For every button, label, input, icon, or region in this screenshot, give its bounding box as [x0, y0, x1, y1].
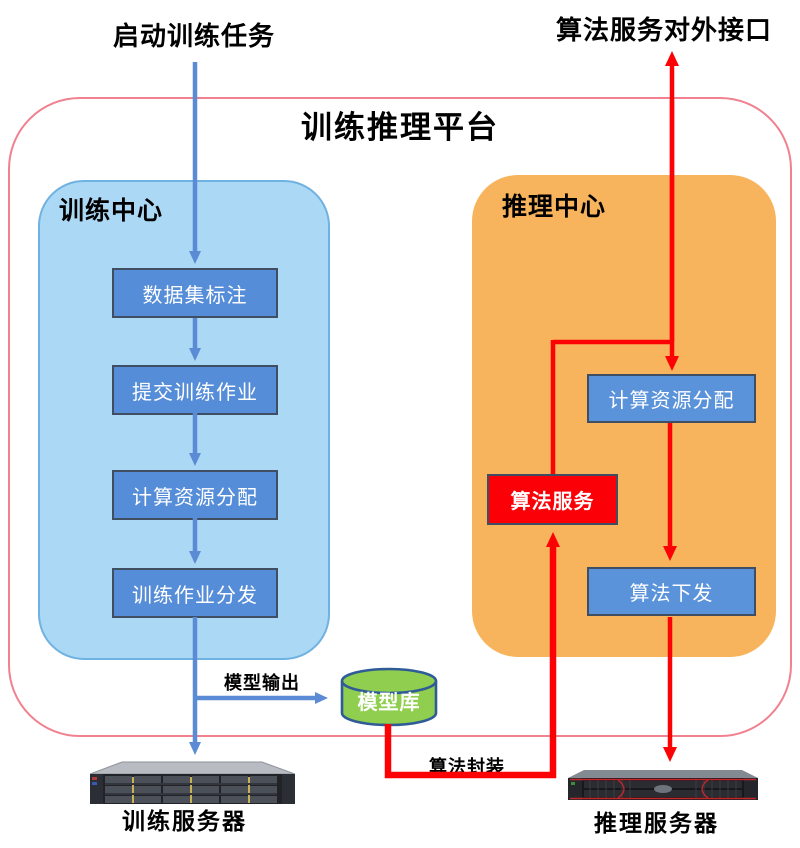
external-api-label: 算法服务对外接口 — [556, 15, 773, 45]
model-output-label: 模型输出 — [224, 673, 300, 693]
inference-server-image — [568, 770, 758, 800]
start-training-label: 启动训练任务 — [113, 21, 276, 51]
training-center-title: 训练中心 — [59, 197, 164, 225]
algorithm-service-box: 算法服务 — [487, 474, 618, 525]
training-server-image — [90, 761, 295, 804]
algorithm-packaging-label: 算法封装 — [429, 757, 505, 777]
step-submit-training-job: 提交训练作业 — [112, 365, 278, 415]
step-compute-resource-allocation: 计算资源分配 — [112, 470, 278, 520]
inference-resource-allocation-box: 计算资源分配 — [587, 374, 756, 423]
inference-center-title: 推理中心 — [502, 193, 607, 221]
platform-title: 训练推理平台 — [301, 110, 499, 145]
step-dataset-annotation: 数据集标注 — [112, 268, 278, 318]
step-training-job-distribution: 训练作业分发 — [112, 568, 278, 618]
training-server-label: 训练服务器 — [122, 808, 247, 834]
model-store-label: 模型库 — [357, 692, 421, 714]
model-store-cylinder: 模型库 — [339, 666, 439, 728]
inference-server-label: 推理服务器 — [594, 810, 719, 836]
algorithm-dispatch-box: 算法下发 — [587, 567, 756, 616]
